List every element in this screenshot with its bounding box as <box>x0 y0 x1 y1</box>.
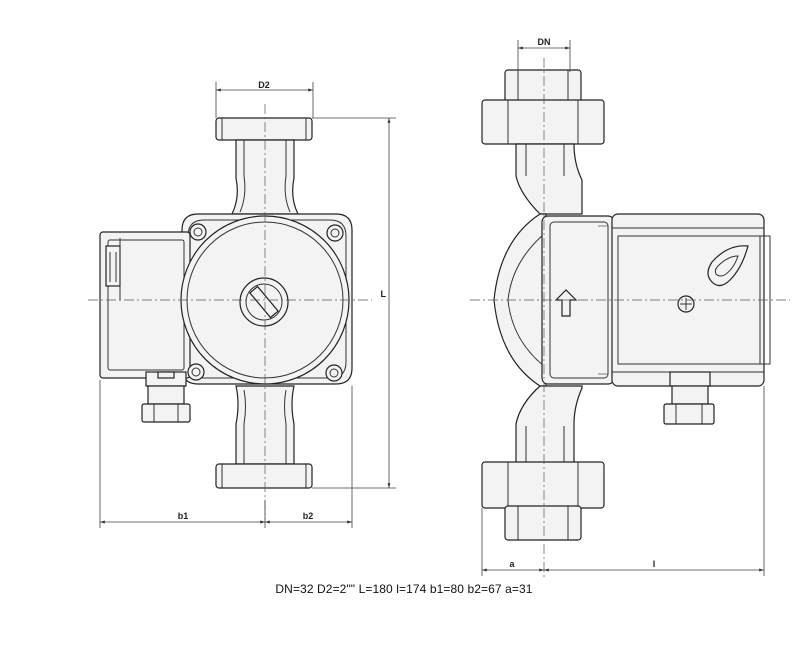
side-bottom-union <box>481 461 605 509</box>
label-l: l <box>653 559 656 569</box>
side-view <box>470 58 790 578</box>
side-bottom-nut <box>504 505 582 541</box>
side-bottom-pipe <box>515 385 583 465</box>
label-b1: b1 <box>178 511 189 521</box>
label-d2: D2 <box>258 80 270 90</box>
flow-direction-arrow <box>554 289 578 317</box>
side-dimensions: DN a l <box>481 37 765 576</box>
front-cable-gland <box>141 371 191 423</box>
label-a: a <box>509 559 515 569</box>
side-top-pipe <box>515 143 583 215</box>
front-view <box>88 104 372 520</box>
dimensions-caption: DN=32 D2=2"" L=180 l=174 b1=80 b2=67 a=3… <box>275 582 533 596</box>
label-L: L <box>381 289 387 299</box>
side-top-nut <box>504 69 582 103</box>
label-b2: b2 <box>303 511 314 521</box>
front-top-flange <box>215 117 313 141</box>
side-top-union <box>481 99 605 145</box>
terminal-connector <box>105 245 121 287</box>
front-dimensions: D2 L b1 b2 <box>99 80 396 528</box>
front-bottom-flange <box>215 463 313 489</box>
side-cable-gland <box>663 371 715 425</box>
label-dn: DN <box>538 37 551 47</box>
housing-screws <box>187 223 344 382</box>
